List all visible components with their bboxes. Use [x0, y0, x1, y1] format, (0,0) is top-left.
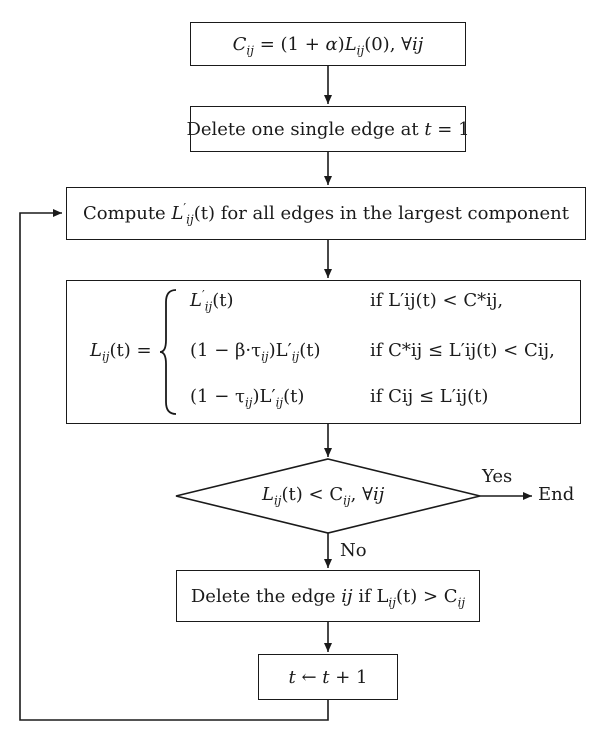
- update-box: [66, 280, 581, 424]
- delete-edge-text: Delete the edge ij if Lij(t) > Cij: [190, 585, 466, 610]
- loop-back-arrow: [19, 209, 329, 721]
- update-lhs: Lij(t) =: [90, 340, 152, 364]
- delete-edge-box: Delete the edge ij if Lij(t) > Cij: [176, 570, 480, 622]
- yes-label: Yes: [482, 466, 513, 487]
- init-box: Cij = (1 + α)Lij(0), ∀ij: [190, 22, 466, 66]
- compute-text: Compute L′ij(t) for all edges in the lar…: [83, 201, 569, 227]
- end-label: End: [538, 484, 575, 505]
- no-label: No: [340, 540, 367, 561]
- case-2-expr: (1 − β·τij)L′ij(t): [190, 340, 321, 364]
- increment-box: t ← t + 1: [258, 654, 398, 700]
- increment-text: t ← t + 1: [288, 666, 368, 688]
- curly-brace: [159, 289, 177, 415]
- case-3-condition: if Cij ≤ L′ij(t): [370, 386, 489, 407]
- init-formula: Cij = (1 + α)Lij(0), ∀ij: [232, 33, 424, 58]
- delete-single-edge-box: Delete one single edge at t = 1: [186, 106, 470, 152]
- delete-single-edge-text: Delete one single edge at t = 1: [186, 118, 470, 140]
- case-1-condition: if L′ij(t) < C*ij,: [370, 290, 504, 311]
- case-3-expr: (1 − τij)L′ij(t): [190, 386, 305, 410]
- compute-box: Compute L′ij(t) for all edges in the lar…: [66, 187, 586, 240]
- case-2-condition: if C*ij ≤ L′ij(t) < Cij,: [370, 340, 555, 361]
- case-1-expr: L′ij(t): [190, 288, 234, 314]
- decision-text: Lij(t) < Cij, ∀ij: [262, 484, 385, 508]
